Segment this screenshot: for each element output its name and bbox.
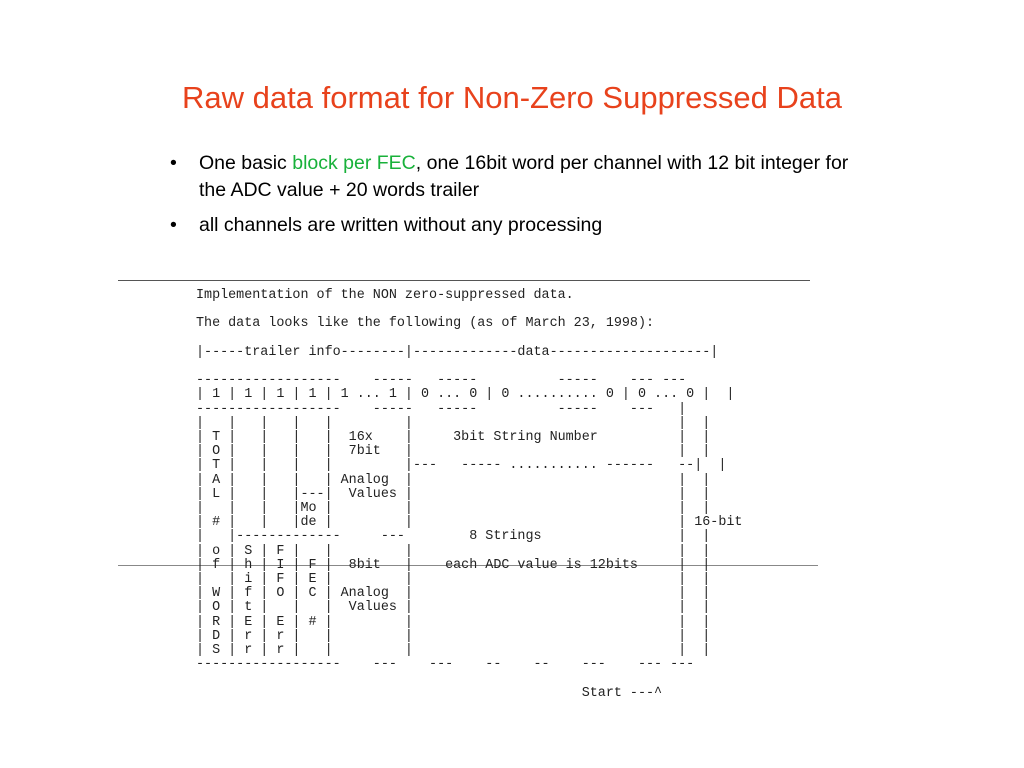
scan-crease-line	[118, 565, 818, 566]
bullet-dot-icon: •	[170, 214, 177, 236]
bullet-list: • One basic block per FEC, one 16bit wor…	[170, 150, 870, 247]
bullet-text: One basic	[199, 152, 293, 174]
bullet-text-end: , one 16bit word per channel with 12 bit…	[199, 152, 849, 201]
bullet-item: • all channels are written without any p…	[170, 212, 870, 239]
bullet-item: • One basic block per FEC, one 16bit wor…	[170, 150, 870, 204]
bullet-text: all channels are written without any pro…	[199, 214, 603, 236]
scan-border-top	[118, 280, 810, 281]
bullet-highlight: block per FEC	[292, 152, 416, 174]
figure-ascii-diagram: Implementation of the NON zero-suppresse…	[196, 288, 743, 701]
bullet-dot-icon: •	[170, 152, 177, 174]
slide-title: Raw data format for Non-Zero Suppressed …	[182, 80, 842, 115]
scanned-figure: Implementation of the NON zero-suppresse…	[118, 276, 818, 716]
